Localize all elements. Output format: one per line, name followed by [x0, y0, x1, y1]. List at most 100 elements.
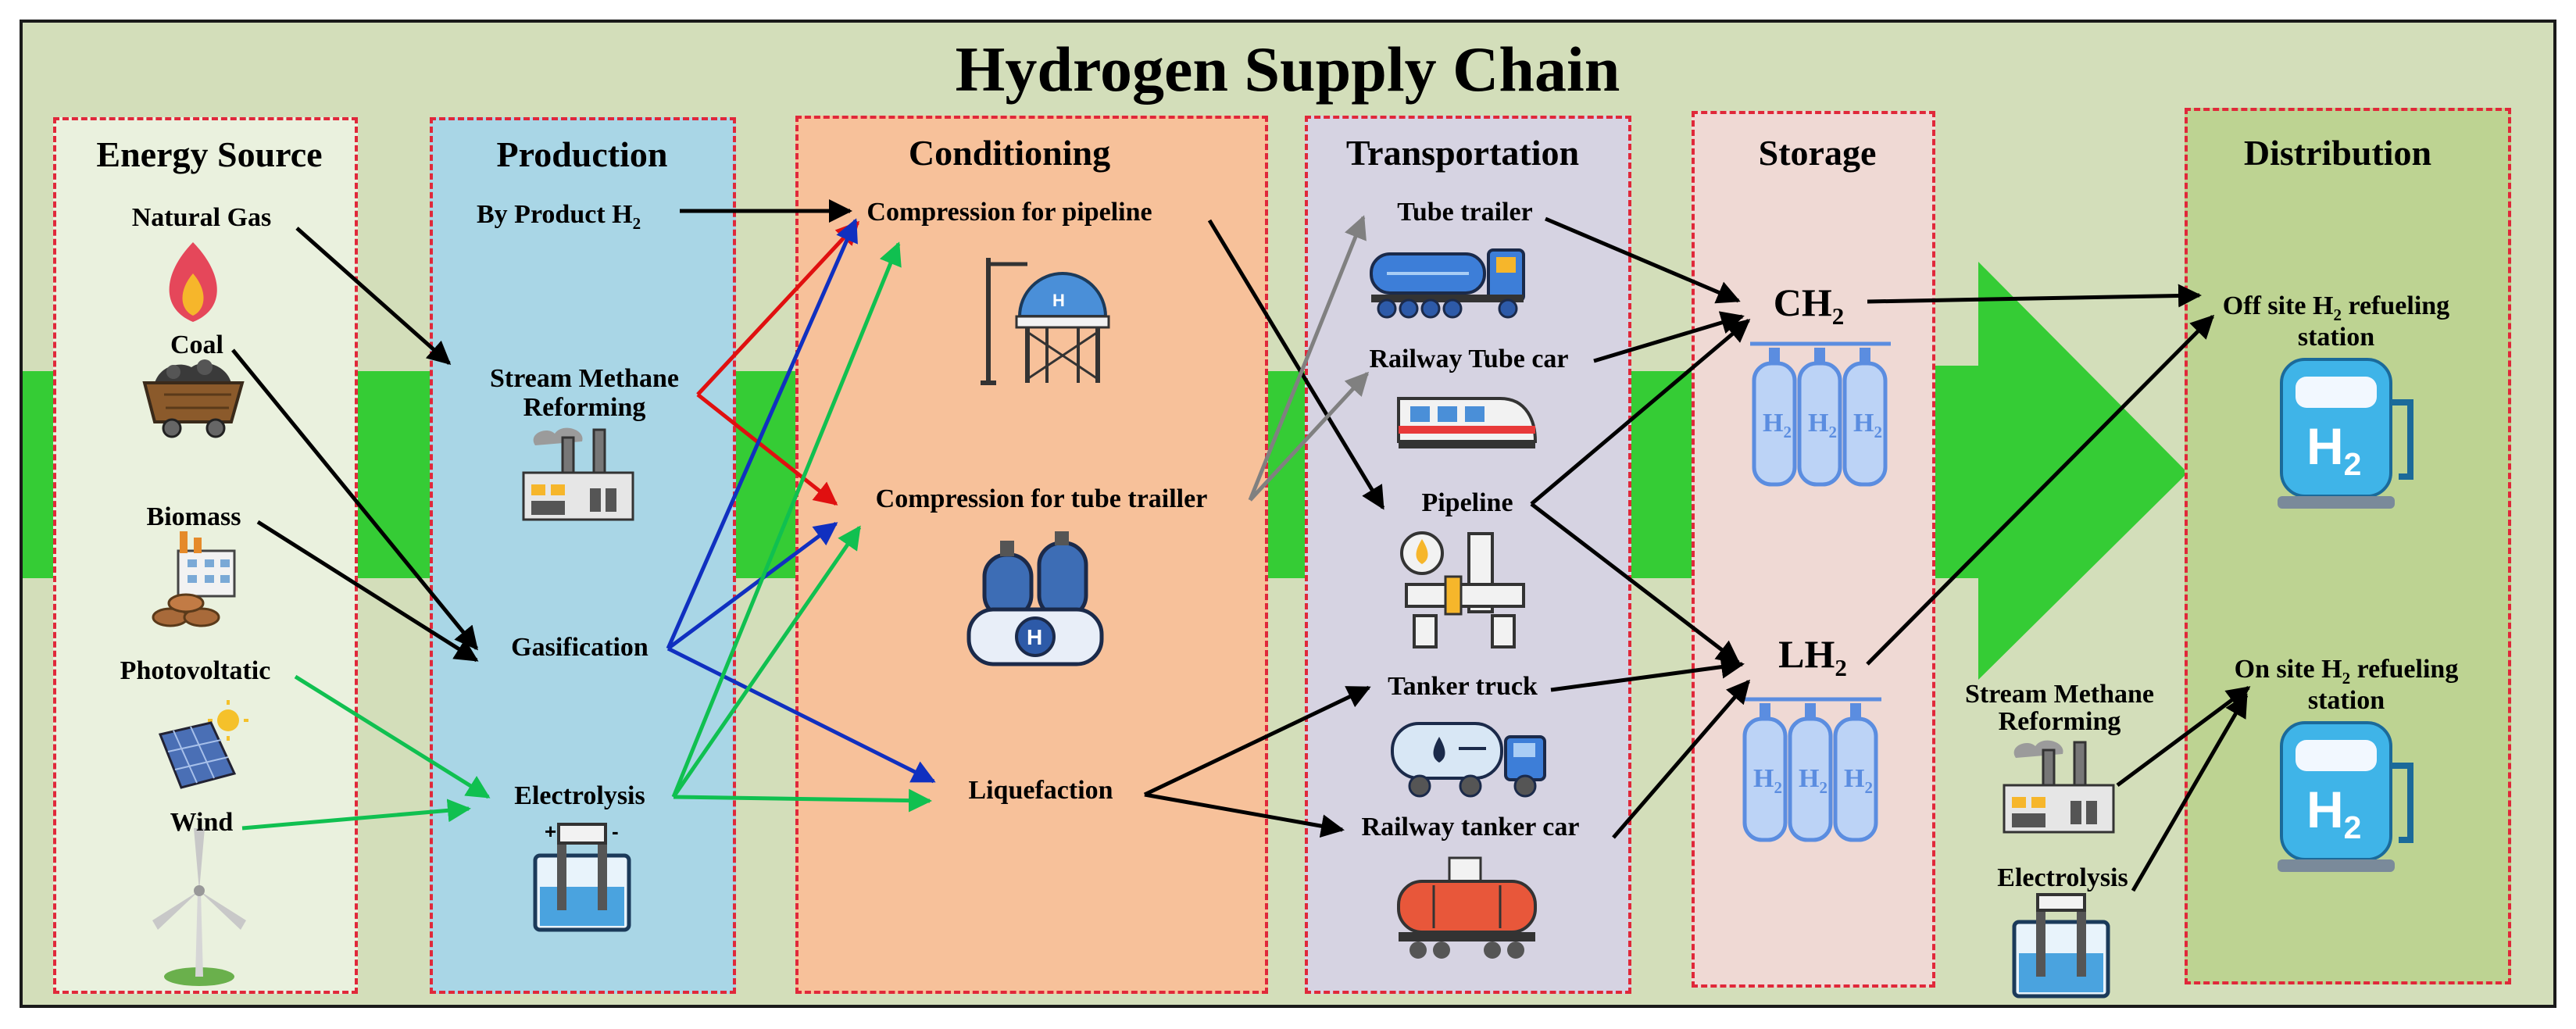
arrow [294, 674, 491, 799]
offsite-text-b: refueling [2341, 291, 2450, 320]
tank-label: H2 [1753, 766, 1782, 796]
label-dist-smr-line1: Stream Methane [1964, 680, 2155, 709]
label-railway-tanker-car: Railway tanker car [1361, 813, 1580, 841]
arrow [1144, 792, 1345, 838]
h2-sphere-tank-icon: H [981, 258, 1110, 385]
tube-trailer-icon [1370, 248, 1525, 319]
arrow [1530, 502, 1741, 664]
onsite-text-b: refueling [2350, 655, 2459, 684]
factory-icon [522, 427, 634, 521]
tank-label: H2 [1853, 410, 1882, 441]
arrow [1550, 655, 1745, 692]
h2-pump-icon [2278, 721, 2413, 872]
arrow [1866, 314, 2215, 666]
arrow [1593, 311, 1745, 363]
arrow [1249, 371, 1370, 502]
tanker-truck-icon [1391, 722, 1546, 798]
arrow [1612, 679, 1750, 839]
arrow [241, 799, 471, 831]
arrow [666, 218, 858, 650]
svg-text:H: H [1027, 625, 1042, 649]
heading-conditioning: Conditioning [908, 133, 1111, 173]
electrolysis-cell-icon: + - [533, 820, 631, 932]
solar-panel-icon [158, 700, 248, 789]
heading-distribution: Distribution [2243, 133, 2432, 173]
factory-icon [2003, 740, 2115, 834]
label-natural-gas: Natural Gas [131, 203, 272, 232]
tank-label: H2 [1763, 410, 1792, 441]
tank-label-text: H [1808, 409, 1829, 438]
arrow [2131, 693, 2249, 892]
panel-production [430, 117, 736, 994]
arrow [1143, 685, 1371, 797]
arrow [295, 227, 452, 365]
flow-band-segment [355, 371, 432, 578]
tank-label-sub: 2 [1828, 422, 1837, 441]
lh2-text: LH [1778, 632, 1835, 676]
wind-turbine-icon [152, 828, 246, 986]
label-lh2: LH2 [1778, 634, 1847, 680]
lh2-sub: 2 [1835, 654, 1847, 681]
heading-energy-source: Energy Source [96, 134, 323, 174]
arrow [671, 241, 902, 798]
label-coal: Coal [170, 330, 223, 359]
diagram-title: Hydrogen Supply Chain [955, 34, 1620, 105]
biomass-icon [152, 531, 236, 627]
heading-transportation: Transportation [1345, 133, 1580, 173]
pump-label: H2 [2306, 784, 2361, 844]
h2-cylinders-icon [1741, 697, 1881, 842]
label-tube-trailer: Tube trailer [1397, 198, 1533, 227]
arrow [1207, 219, 1385, 510]
panel-conditioning [795, 116, 1268, 994]
label-offsite-station-line1: Off site H2 refueling [2223, 293, 2449, 323]
coal-cart-icon [142, 359, 245, 438]
arrow [696, 393, 838, 506]
label-byproduct-h2: By Product H2 [477, 202, 641, 232]
rail-tanker-icon [1397, 856, 1537, 959]
label-railway-tube-car: Railway Tube car [1369, 345, 1569, 373]
tank-label-sub: 2 [1819, 777, 1827, 797]
tank-label-sub: 2 [1783, 422, 1792, 441]
pump-label-sub: 2 [2343, 809, 2362, 846]
tank-label-text: H [1844, 764, 1865, 793]
tank-label: H2 [1844, 766, 1873, 796]
heading-production: Production [496, 134, 668, 174]
arrow [671, 525, 862, 799]
arrow [696, 220, 860, 396]
label-smr-line1: Stream Methane [489, 364, 680, 393]
arrow [231, 348, 478, 651]
byproduct-text: By Product H [477, 200, 633, 229]
tank-label-sub: 2 [1874, 422, 1882, 441]
pump-label-sub: 2 [2343, 446, 2362, 483]
arrow [256, 520, 479, 663]
pump-label-text: H [2306, 417, 2344, 475]
arrow [1545, 216, 1741, 304]
tank-label: H2 [1799, 766, 1827, 796]
heading-storage: Storage [1758, 133, 1877, 173]
offsite-text-a: Off site H [2222, 291, 2334, 320]
onsite-sub: 2 [2342, 668, 2351, 688]
label-ch2: CH2 [1774, 283, 1845, 328]
flame-icon [169, 242, 217, 322]
tank-label-text: H [1799, 764, 1820, 793]
tank-label-text: H [1753, 764, 1774, 793]
label-compression-tube-trailer: Compression for tube trailler [875, 484, 1208, 513]
arrow [1867, 284, 2202, 308]
pipeline-valve-icon [1400, 531, 1525, 648]
arrow [673, 788, 932, 813]
h2-cylinders-icon [1750, 341, 1891, 487]
onsite-text-a: On site H [2234, 655, 2342, 684]
pump-label: H2 [2306, 420, 2361, 481]
label-liquefaction: Liquefaction [968, 776, 1113, 805]
label-offsite-station-line2: station [2297, 323, 2375, 352]
pump-label-text: H [2306, 781, 2344, 838]
offsite-sub: 2 [2333, 305, 2342, 324]
label-pipeline: Pipeline [1421, 488, 1513, 517]
flow-band-segment [1631, 371, 1693, 578]
label-electrolysis: Electrolysis [514, 781, 645, 810]
svg-text:+: + [545, 820, 556, 843]
tank-label-sub: 2 [1864, 777, 1873, 797]
label-compression-pipeline: Compression for pipeline [866, 198, 1152, 227]
label-dist-smr-line2: Reforming [1998, 707, 2121, 736]
